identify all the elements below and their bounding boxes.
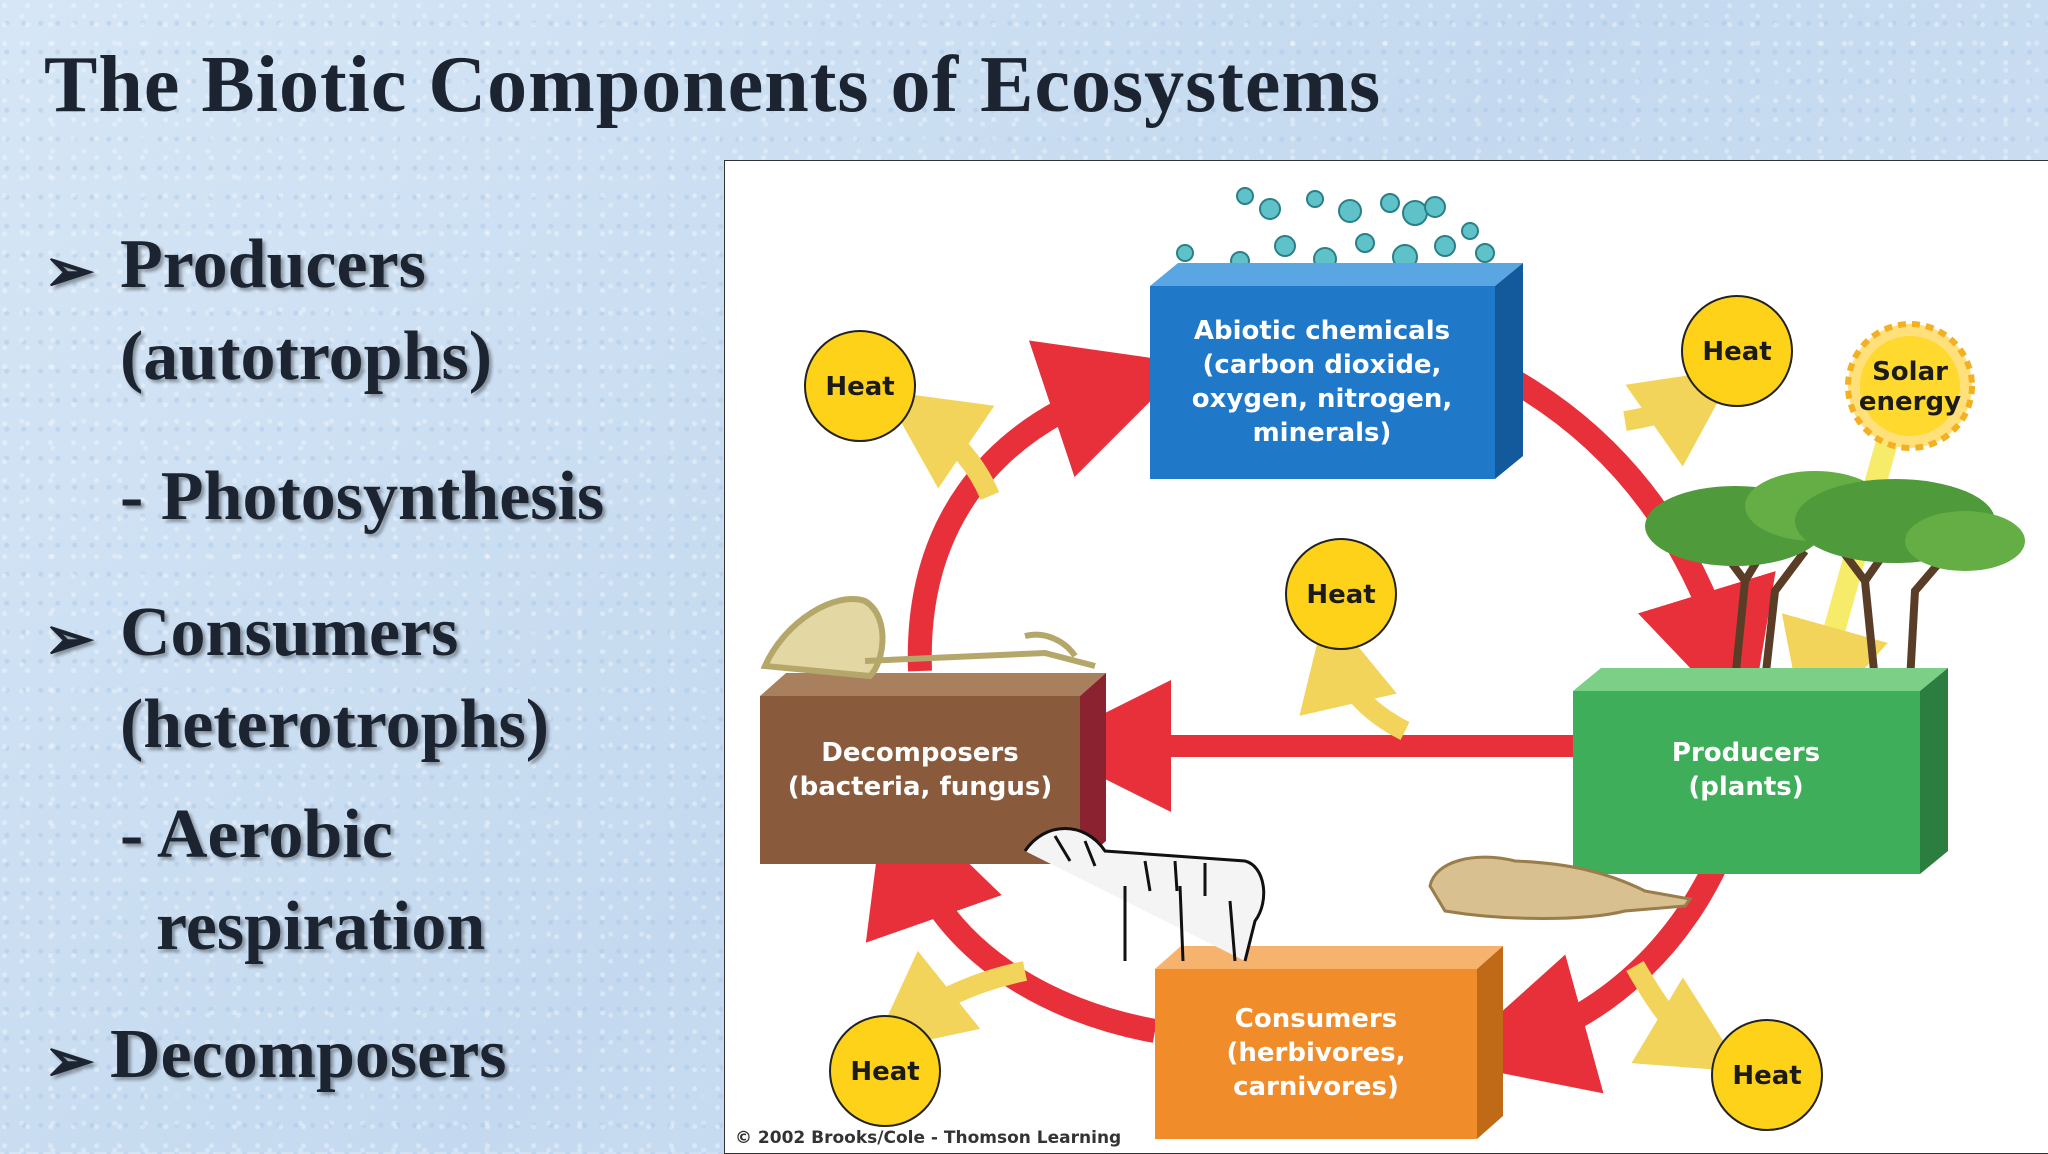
bullet-arrow-icon: ➢ <box>44 606 95 672</box>
heat-circle-center: Heat <box>1285 538 1397 650</box>
bullet-aerobic-1: - Aerobic <box>120 796 393 873</box>
decomposers-label-line-1: Decomposers <box>821 738 1018 768</box>
heat-arrow-bottom-right <box>1626 961 1743 1072</box>
heat-circle-top-right: Heat <box>1681 295 1793 407</box>
bullet-consumers: Consumers <box>120 594 459 671</box>
solar-label-line-2: energy <box>1859 387 1961 417</box>
sun-icon: Solar energy <box>1845 321 1975 451</box>
producers-box: Producers (plants) <box>1573 668 1948 874</box>
producers-label-line-2: (plants) <box>1688 772 1803 802</box>
bullet-arrow-icon: ➢ <box>44 1028 95 1094</box>
cycle-arrow-abiotic-to-producers <box>1499 365 1776 730</box>
bullet-photosynthesis: - Photosynthesis <box>120 458 605 535</box>
abiotic-label-line-4: minerals) <box>1253 418 1392 448</box>
heat-circle-top-left: Heat <box>804 330 916 442</box>
abiotic-label-line-2: (carbon dioxide, <box>1203 350 1442 380</box>
consumers-label-line-3: carnivores) <box>1233 1072 1399 1102</box>
ecosystem-cycle-diagram: Abiotic chemicals (carbon dioxide, oxyge… <box>724 160 2048 1154</box>
bullet-consumers-sub: (heterotrophs) <box>120 686 550 763</box>
consumers-label-line-2: (herbivores, <box>1227 1038 1406 1068</box>
heat-circle-bottom-right: Heat <box>1711 1019 1823 1131</box>
decomposers-box: Decomposers (bacteria, fungus) <box>760 673 1106 864</box>
heat-label: Heat <box>825 372 894 402</box>
abiotic-label-line-3: oxygen, nitrogen, <box>1192 384 1452 414</box>
trees-icon <box>1645 471 2025 682</box>
solar-label-line-1: Solar <box>1872 357 1948 387</box>
bullet-arrow-icon: ➢ <box>44 238 95 304</box>
bullet-decomposers: Decomposers <box>110 1016 507 1093</box>
consumers-box: Consumers (herbivores, carnivores) <box>1155 946 1503 1139</box>
bullet-aerobic-2: respiration <box>156 888 486 965</box>
heat-arrow-bottom-left <box>870 950 1028 1053</box>
heat-arrow-center <box>1299 607 1410 740</box>
heat-circle-bottom-left: Heat <box>829 1015 941 1127</box>
copyright-text: © 2002 Brooks/Cole - Thomson Learning <box>735 1128 1121 1148</box>
heat-label: Heat <box>1732 1061 1801 1091</box>
bullet-producers: Producers <box>120 226 426 303</box>
heat-arrow-top-right <box>1623 368 1736 467</box>
heat-label: Heat <box>1306 580 1375 610</box>
bullet-producers-sub: (autotrophs) <box>120 318 493 395</box>
heat-label: Heat <box>850 1057 919 1087</box>
heat-arrow-top-left <box>883 390 1000 501</box>
decomposers-label-line-2: (bacteria, fungus) <box>788 772 1053 802</box>
cycle-svg: Abiotic chemicals (carbon dioxide, oxyge… <box>735 187 2025 1148</box>
heat-label: Heat <box>1702 337 1771 367</box>
cycle-arrow-decomposers-to-abiotic <box>907 340 1189 672</box>
abiotic-label-line-1: Abiotic chemicals <box>1194 316 1450 346</box>
abiotic-chemicals-box: Abiotic chemicals (carbon dioxide, oxyge… <box>1150 263 1523 479</box>
consumers-label-line-1: Consumers <box>1235 1004 1397 1034</box>
animal-skeleton-icon <box>760 596 1096 680</box>
producers-label-line-1: Producers <box>1672 738 1820 768</box>
zebra-icon <box>1023 827 1266 962</box>
slide-title: The Biotic Components of Ecosystems <box>44 41 1382 129</box>
lion-icon <box>1428 855 1693 920</box>
